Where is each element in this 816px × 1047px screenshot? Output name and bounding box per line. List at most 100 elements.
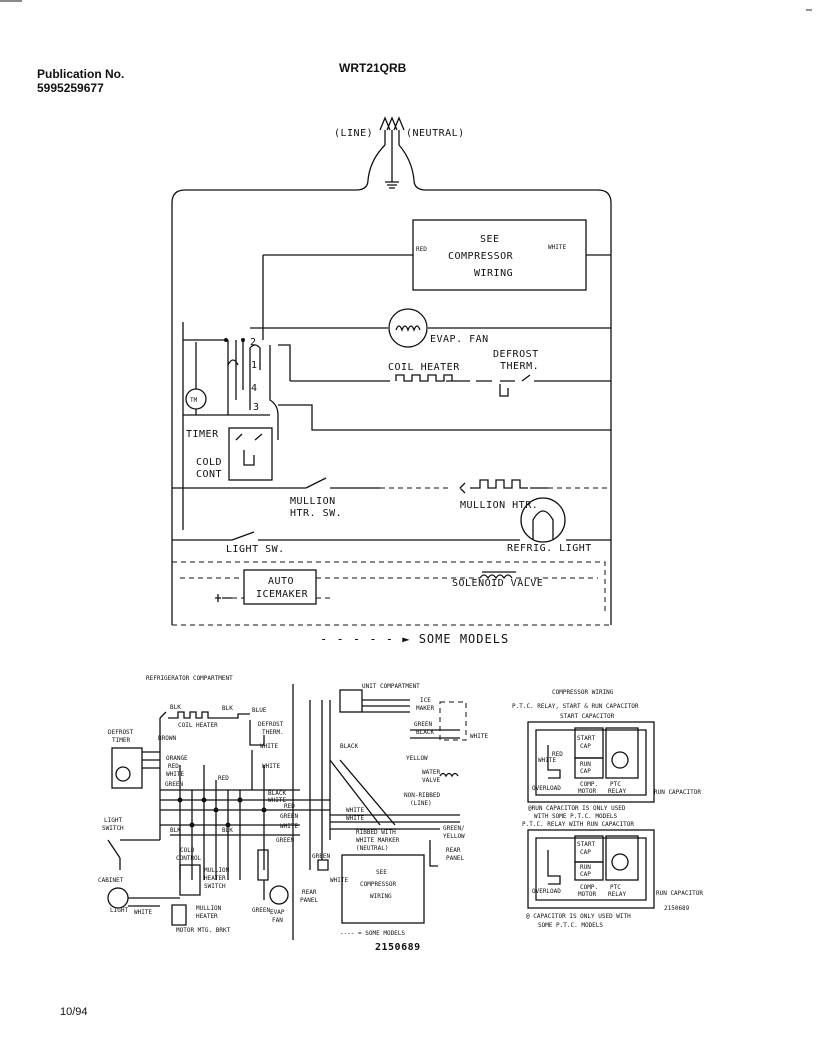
refrigerator-compartment-label: REFRIGERATOR COMPARTMENT (146, 675, 233, 682)
ribbed-line3: (NEUTRAL) (356, 845, 389, 852)
green-label-6: GREEN (312, 853, 330, 860)
run-cap-2-line1: RUN (580, 864, 591, 871)
wiring-defrost-therm-line2: THERM. (262, 729, 284, 736)
start-cap-2-line2: CAP (580, 849, 591, 856)
white-label-4: WHITE (268, 797, 286, 804)
unit-connector (339, 689, 363, 713)
rear-panel-right-1: REAR (446, 847, 461, 854)
ribbed-line2: WHITE MARKER (356, 837, 400, 844)
unit-harness (309, 700, 331, 870)
wiring-evap-fan-line2: FAN (272, 917, 283, 924)
cabinet-light-line2: LIGHT (110, 907, 128, 914)
top-variant-2: P.T.C. RELAY WITH RUN CAPACITOR (522, 821, 634, 828)
white-label-9: WHITE (346, 815, 364, 822)
cabinet-light-bulb (107, 887, 129, 909)
black-label-3: BLACK (416, 729, 434, 736)
black-label-2: BLACK (340, 743, 358, 750)
wiring-diagram-number: 2150689 (375, 942, 421, 953)
ptc-relay-1 (605, 727, 639, 779)
motor-mtg-label: MOTOR MTG. BRKT (176, 927, 231, 934)
corner-marks (0, 0, 812, 11)
red-label-2: RED (218, 775, 229, 782)
blk-label-3: BLK (170, 827, 181, 834)
run-cap-2-line2: CAP (580, 871, 591, 878)
defrost-therm-symbol (499, 384, 509, 397)
ptc-relay-1-line2: RELAY (608, 788, 626, 795)
evap-fan-label: EVAP. FAN (430, 334, 489, 345)
white-label-1: WHITE (260, 743, 278, 750)
orange-label: ORANGE (166, 755, 188, 762)
white-label-2: WHITE (166, 771, 184, 778)
start-cap-1-line1: START (577, 735, 595, 742)
compressor-wiring-panel: COMPRESSOR WIRING P.T.C. RELAY, START & … (512, 689, 703, 929)
run-cap-1 (574, 757, 604, 779)
note-1-line2: WITH SOME P.T.C. MODELS (534, 813, 617, 820)
wiring-mullion-heater-line1: MULLION (196, 905, 222, 912)
variant-2-box (527, 829, 655, 909)
compressor-white-label: WHITE (548, 244, 566, 251)
non-ribbed-line1: NON-RIBBED (404, 792, 441, 799)
timer-block (182, 322, 270, 530)
compressor-wiring-title: COMPRESSOR WIRING (552, 689, 614, 696)
green-label-2: GREEN (280, 813, 298, 820)
rear-panel-left-1: REAR (302, 889, 317, 896)
white-label-7: WHITE (470, 733, 488, 740)
wiring-defrost-therm-line1: DEFROST (258, 721, 284, 728)
revision-date: 10/94 (60, 1006, 88, 1018)
wiring-some-models-legend: ---- = SOME MODELS (340, 930, 405, 937)
compressor-line1: SEE (480, 234, 500, 245)
comp-motor-2-line1: COMP. (580, 884, 598, 891)
defrost-timer-motor (115, 766, 131, 782)
white-label-10: WHITE (330, 877, 348, 884)
wiring-defrost-timer-line1: DEFROST (108, 729, 134, 736)
auto-icemaker (243, 569, 317, 605)
line-rail (171, 179, 369, 625)
brown-label: BROWN (158, 735, 176, 742)
water-valve-line1: WATER (422, 769, 440, 776)
green-label-1: GREEN (165, 781, 183, 788)
red-label-cw-1: RED (552, 751, 563, 758)
light-sw-label: LIGHT SW. (226, 544, 285, 555)
start-cap-2-line1: START (577, 841, 595, 848)
wiring-cold-control-line1: COLD (180, 847, 195, 854)
wiring-compressor-line1: SEE (376, 869, 387, 876)
terminal-1: 1 (251, 360, 258, 371)
top-variant-1-line1: P.T.C. RELAY, START & RUN CAPACITOR (512, 703, 639, 710)
white-label-8: WHITE (346, 807, 364, 814)
schematic-diagram: (LINE) (NEUTRAL) SEE COMPRESSOR WIRING R… (171, 116, 612, 646)
comp-motor-1-line1: COMP. (580, 781, 598, 788)
white-label-3: WHITE (262, 763, 280, 770)
note-1-line1: @RUN CAPACITOR IS ONLY USED (528, 805, 626, 812)
ptc-relay-1-line1: PTC (610, 781, 621, 788)
terminal-3: 3 (253, 402, 260, 413)
power-plug (367, 116, 415, 189)
green-yellow-line2: YELLOW (443, 833, 465, 840)
blk-label-4: BLK (222, 827, 233, 834)
coil-heater-label: COIL HEATER (388, 362, 460, 373)
white-label-6: WHITE (134, 909, 152, 916)
blk-label-1: BLK (170, 704, 181, 711)
blu-label: BLUE (252, 707, 267, 714)
run-cap-1-line2: CAP (580, 768, 591, 775)
cabinet-light-line1: CABINET (98, 877, 124, 884)
unit-compartment-label: UNIT COMPARTMENT (362, 683, 420, 690)
red-label-1: RED (168, 763, 179, 770)
non-ribbed-line2: (LINE) (410, 800, 432, 807)
terminal-2: 2 (250, 337, 257, 348)
timer-motor-label: TM (190, 397, 198, 404)
mullion-switch-line1: MULLION (204, 867, 230, 874)
wiring-compressor-line3: WIRING (370, 893, 392, 900)
terminal-4: 4 (251, 383, 258, 394)
publication-label: Publication No. (37, 67, 125, 81)
run-cap-1-line1: RUN (580, 761, 591, 768)
variant-1-box (527, 721, 655, 803)
ribbed-line1: RIBBED WITH (356, 829, 396, 836)
ptc-relay-2 (605, 835, 639, 881)
note-2-line2: SOME P.T.C. MODELS (538, 922, 603, 929)
green-label-5: GREEN (414, 721, 432, 728)
comp-motor-1-line2: MOTOR (578, 788, 596, 795)
overload-1: OVERLOAD (532, 785, 561, 792)
compressor-line3: WIRING (474, 268, 513, 279)
timer-label: TIMER (186, 429, 219, 440)
